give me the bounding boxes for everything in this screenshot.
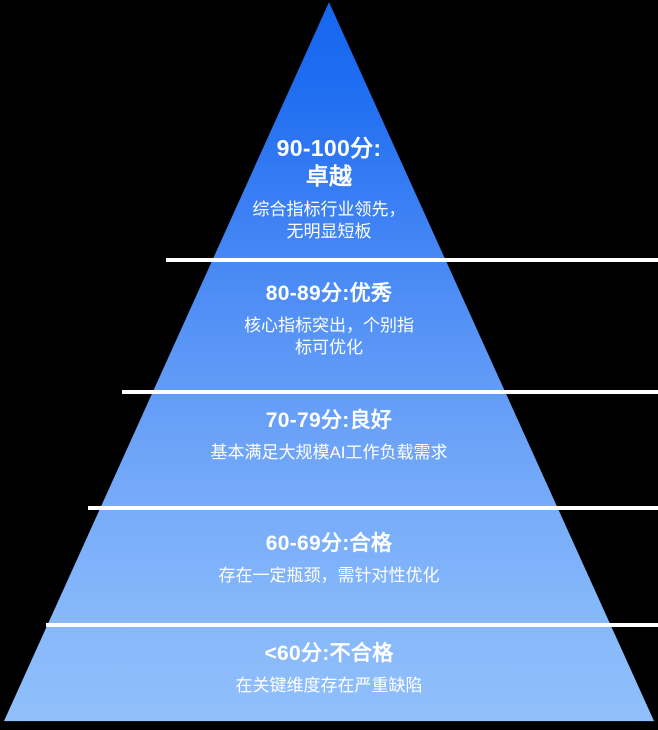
tier-5-description: 在关键维度存在严重缺陷 <box>235 675 423 695</box>
tier-3-title: 70-79分:良好 <box>265 409 393 432</box>
tier-1-title: 90-100分: 卓越 <box>276 135 382 190</box>
pyramid-tier-very-good: 80-89分:优秀 核心指标突出，个别指 标可优化 <box>0 281 658 359</box>
tier-2-description: 核心指标突出，个别指 标可优化 <box>244 315 414 357</box>
tier-4-title: 60-69分:合格 <box>265 532 393 555</box>
tier-divider-2 <box>122 390 658 394</box>
tier-divider-4 <box>46 623 658 627</box>
tier-5-title: <60分:不合格 <box>264 642 394 665</box>
pyramid-tier-good: 70-79分:良好 基本满足大规模AI工作负载需求 <box>0 408 658 464</box>
pyramid-tier-fail: <60分:不合格 在关键维度存在严重缺陷 <box>0 641 658 697</box>
tier-divider-3 <box>88 506 658 510</box>
tier-4-description: 存在一定瓶颈，需针对性优化 <box>218 565 440 585</box>
tier-1-description: 综合指标行业领先， 无明显短板 <box>252 200 406 242</box>
tier-3-description: 基本满足大规模AI工作负载需求 <box>210 442 448 462</box>
pyramid-tier-excellent: 90-100分: 卓越 综合指标行业领先， 无明显短板 <box>0 134 658 243</box>
tier-2-title: 80-89分:优秀 <box>265 282 393 305</box>
pyramid-tier-pass: 60-69分:合格 存在一定瓶颈，需针对性优化 <box>0 531 658 587</box>
tier-divider-1 <box>166 258 658 262</box>
